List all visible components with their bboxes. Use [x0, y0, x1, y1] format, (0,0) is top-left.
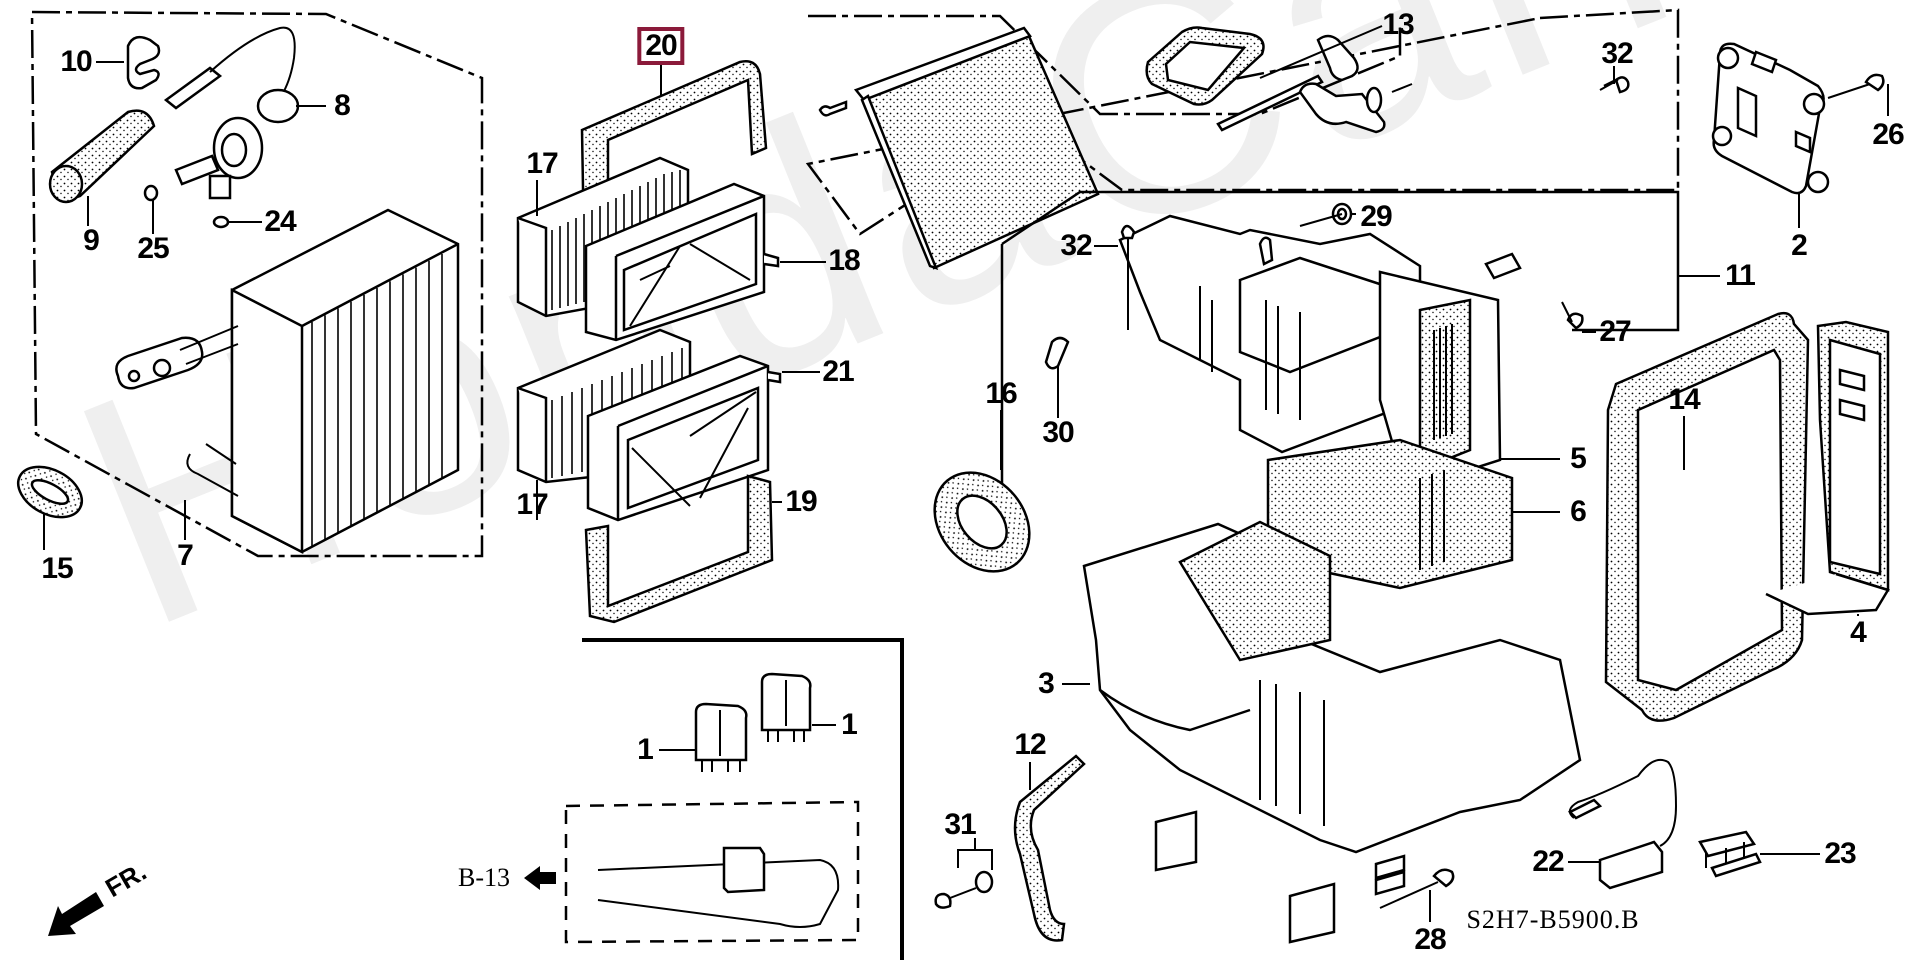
callout-27[interactable]: 27	[1599, 315, 1631, 348]
callout-16[interactable]: 16	[985, 377, 1017, 410]
callout-30[interactable]: 30	[1042, 416, 1074, 449]
part-10-clip[interactable]	[126, 35, 161, 90]
evaporator-group-frame	[30, 10, 484, 558]
callout-9[interactable]: 9	[83, 224, 100, 257]
heater-unit-frame	[1001, 190, 1680, 332]
part-filter-door[interactable]	[818, 26, 1100, 271]
part-4-bracket-seal[interactable]	[1765, 320, 1890, 616]
callout-6[interactable]: 6	[1570, 495, 1587, 528]
callout-32-mid[interactable]: 32	[1060, 229, 1092, 262]
part-2-actuator[interactable]	[1711, 42, 1830, 195]
relay-box-detail	[597, 846, 840, 928]
part-25-o-ring[interactable]	[143, 184, 159, 202]
callout-4[interactable]: 4	[1850, 616, 1867, 649]
part-14-duct-seal[interactable]	[1604, 311, 1810, 722]
part-22-temperature-sensor[interactable]	[1567, 758, 1678, 890]
part-31-screw-clip[interactable]	[934, 838, 994, 909]
part-19-filter-seal-b[interactable]	[584, 474, 774, 624]
front-arrow-icon	[48, 892, 104, 936]
callout-25[interactable]: 25	[137, 232, 169, 265]
part-26-screw[interactable]	[1827, 73, 1885, 99]
part-30-clip[interactable]	[1044, 336, 1070, 370]
part-15-grommet[interactable]	[10, 457, 91, 528]
callout-23[interactable]: 23	[1824, 837, 1856, 870]
callout-28[interactable]: 28	[1414, 923, 1446, 956]
callout-26[interactable]: 26	[1872, 118, 1904, 151]
callout-17-bottom[interactable]: 17	[516, 488, 548, 521]
part-21-filter-case-b[interactable]	[586, 354, 782, 522]
relay-box-outline	[564, 800, 860, 944]
callout-24[interactable]: 24	[264, 205, 296, 238]
callout-1-left[interactable]: 1	[637, 733, 654, 766]
part-23-sensor-holder[interactable]	[1698, 830, 1762, 878]
part-8-expansion-valve[interactable]	[163, 26, 300, 200]
callout-3[interactable]: 3	[1038, 667, 1055, 700]
callout-13[interactable]: 13	[1382, 8, 1414, 41]
callout-17-top[interactable]: 17	[526, 147, 558, 180]
filter-door-frame	[805, 8, 1680, 236]
callout-21[interactable]: 21	[822, 355, 854, 388]
part-18-filter-case-a[interactable]	[584, 182, 780, 342]
callout-1-right[interactable]: 1	[841, 708, 858, 741]
part-3-lower-case[interactable]	[1082, 520, 1582, 944]
callout-7[interactable]: 7	[177, 539, 194, 572]
callout-18[interactable]: 18	[828, 244, 860, 277]
callout-11[interactable]: 11	[1725, 259, 1756, 292]
callout-22[interactable]: 22	[1532, 845, 1564, 878]
callout-10[interactable]: 10	[60, 45, 92, 78]
part-9-pipe-insulator[interactable]	[48, 109, 156, 204]
callout-2[interactable]: 2	[1791, 229, 1808, 262]
part-27-screw[interactable]	[1561, 301, 1584, 330]
callout-14[interactable]: 14	[1668, 383, 1700, 416]
callout-20-highlighted[interactable]: 20	[637, 27, 685, 65]
part-24-o-ring[interactable]	[212, 215, 230, 229]
part-7-evaporator-core[interactable]	[115, 208, 460, 555]
part-28-bolt[interactable]	[1379, 868, 1455, 909]
callout-29[interactable]: 29	[1360, 200, 1392, 233]
part-1-relay-right[interactable]	[760, 672, 812, 742]
leader-lines	[43, 25, 1889, 922]
part-32-screw-mid[interactable]	[1120, 224, 1136, 258]
left-arrow-icon	[524, 866, 556, 890]
callout-12[interactable]: 12	[1014, 728, 1046, 761]
part-upper-case[interactable]	[1118, 214, 1422, 454]
part-1-relay-left[interactable]	[694, 702, 748, 772]
diagram-code: S2H7-B5900.B	[1466, 905, 1640, 934]
callout-19[interactable]: 19	[785, 485, 817, 518]
callout-15[interactable]: 15	[41, 552, 73, 585]
part-13-link-kit[interactable]	[1145, 26, 1413, 134]
reference-b13-link[interactable]: B-13	[458, 863, 510, 892]
divider-line	[582, 638, 904, 960]
callout-31[interactable]: 31	[944, 808, 976, 841]
part-12-drain-hose[interactable]	[1013, 754, 1086, 942]
callout-5[interactable]: 5	[1570, 442, 1587, 475]
callout-32-top[interactable]: 32	[1601, 37, 1633, 70]
callout-8[interactable]: 8	[334, 89, 351, 122]
part-16-seal-ring[interactable]	[915, 454, 1049, 591]
